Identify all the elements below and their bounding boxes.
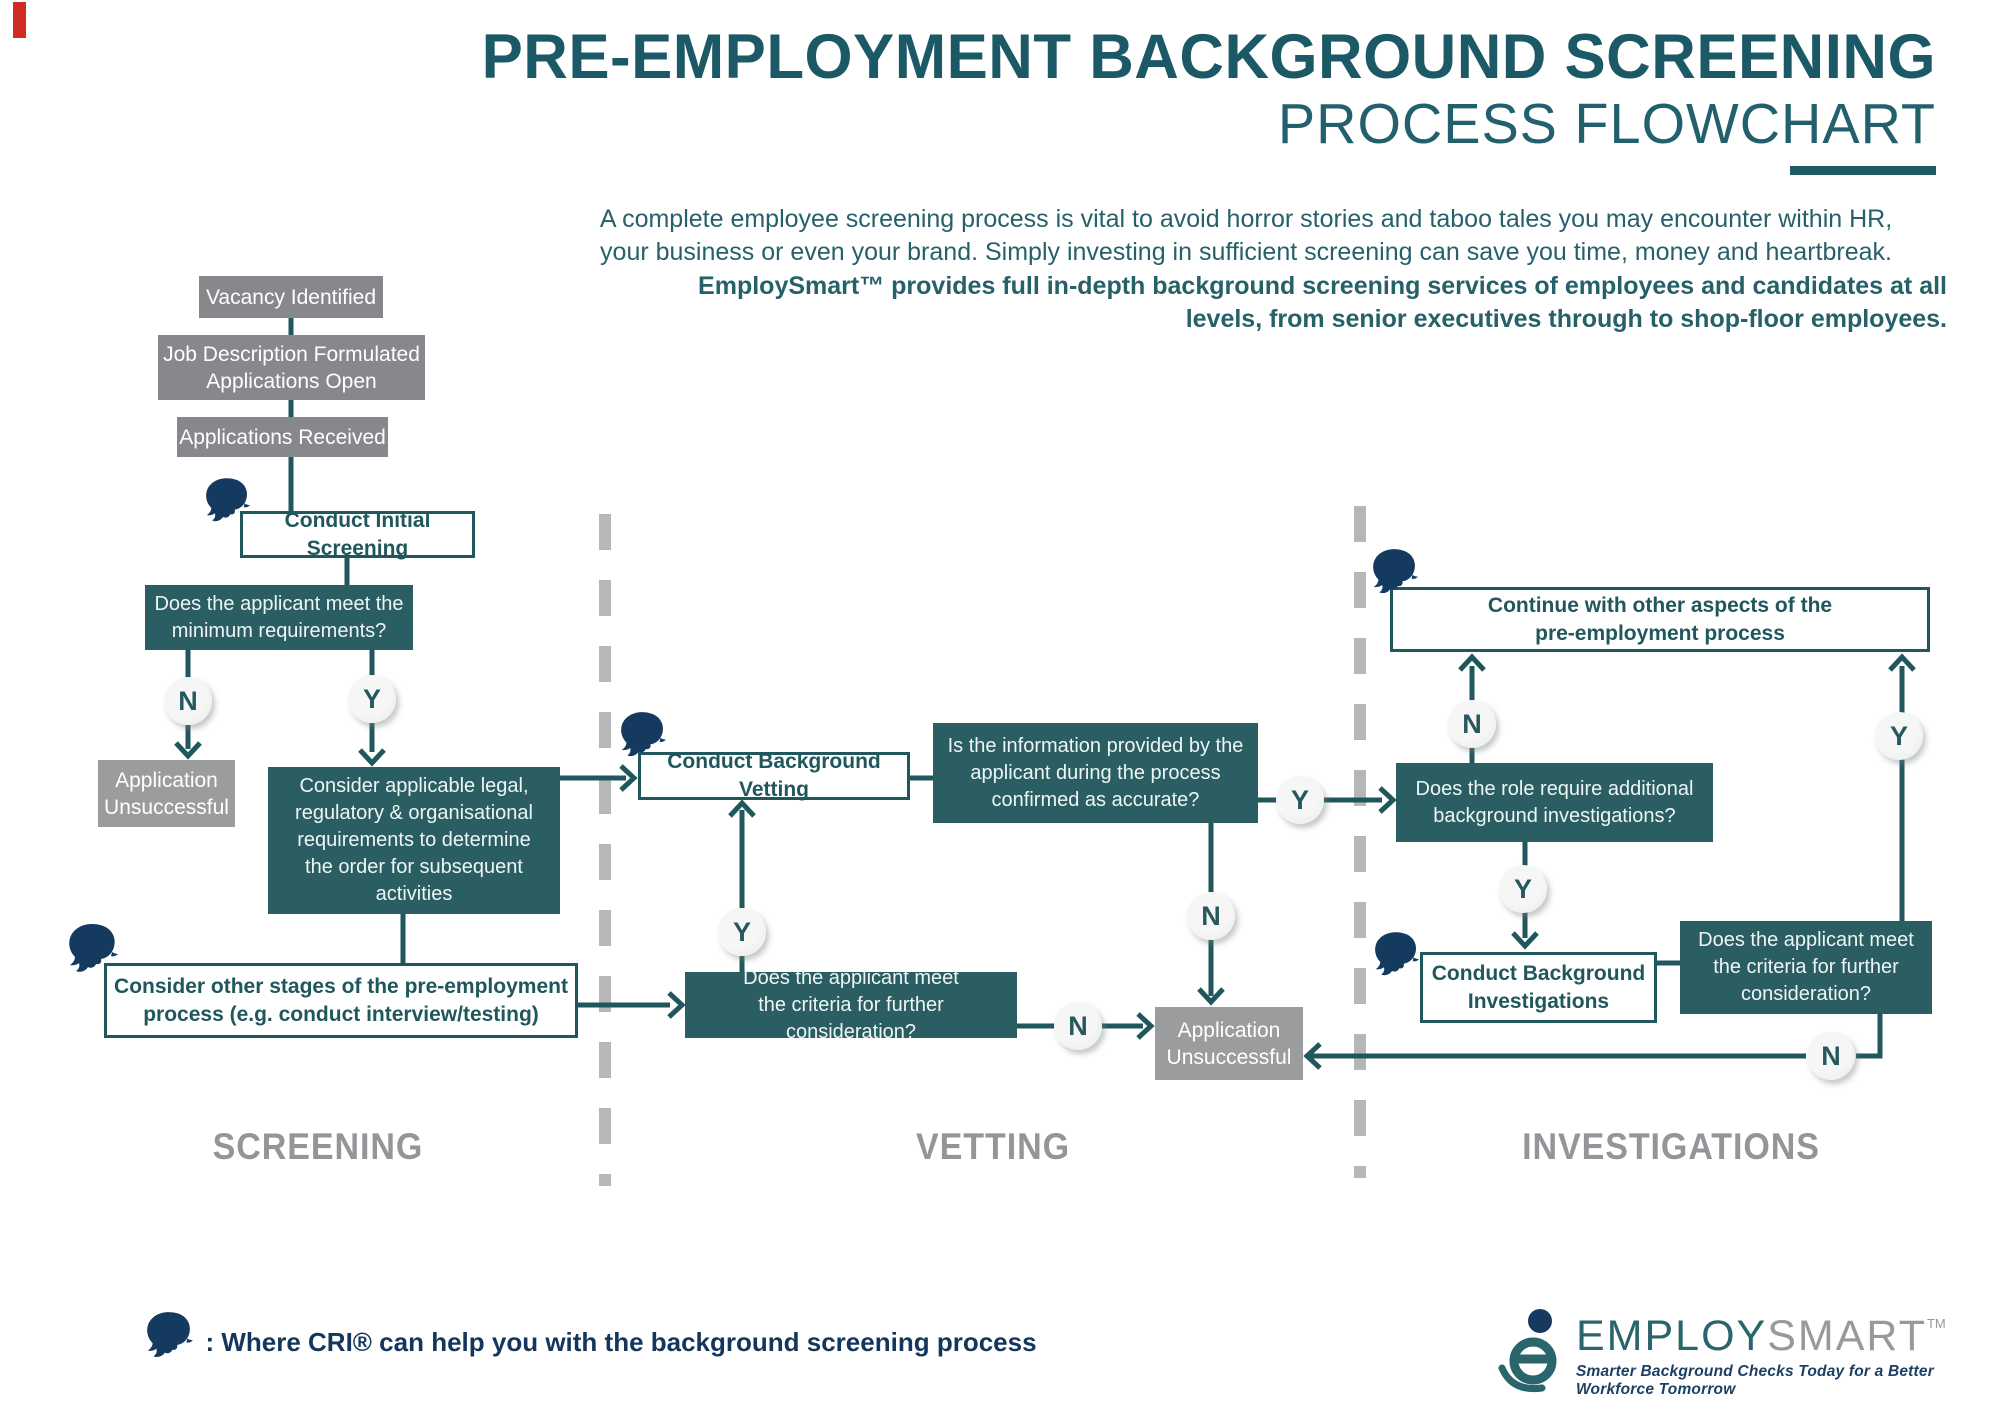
decision-role-additional-investigations: Does the role require additional backgro… [1396,763,1713,842]
title-underline [1790,166,1936,175]
page-subtitle: PROCESS FLOWCHART [1277,92,1936,156]
step-applications-received: Applications Received [177,417,388,457]
section-label-investigations: INVESTIGATIONS [1522,1126,1820,1167]
step-job-description: Job Description Formulated Applications … [158,335,425,400]
section-label-screening: SCREENING [212,1126,424,1167]
step-consider-legal-requirements: Consider applicable legal, regulatory & … [268,767,560,914]
intro-text: A complete employee screening process is… [599,205,1893,266]
cri-helper-icon [1372,549,1418,599]
decision-criteria-investigations: Does the applicant meet the criteria for… [1680,921,1932,1014]
decision-circle-n: N [1807,1032,1855,1080]
section-label-vetting: VETTING [916,1126,1070,1167]
logo-word-employ: EMPLOY [1576,1312,1768,1360]
decision-circle-n: N [1054,1002,1102,1050]
decision-circle-y: Y [1875,712,1923,760]
step-consider-other-stages: Consider other stages of the pre-employm… [104,963,578,1038]
red-corner-mark [13,2,26,38]
employsmart-logo: EMPLOYSMARTTM Smarter Background Checks … [1496,1309,1946,1399]
end-application-unsuccessful-screening: Application Unsuccessful [98,760,235,827]
decision-circle-y: Y [1276,776,1324,824]
decision-circle-y: Y [1499,865,1547,913]
logo-trademark: TM [1926,1316,1946,1331]
decision-circle-n: N [1187,892,1235,940]
intro-paragraph: A complete employee screening process is… [545,203,1947,336]
legend-text: : Where CRI® can help you with the backg… [205,1327,1037,1357]
header: PRE-EMPLOYMENT BACKGROUND SCREENING PROC… [436,24,1936,180]
employsmart-person-icon [1498,1309,1557,1393]
step-continue-pre-employment: Continue with other aspects of the pre-e… [1390,587,1930,652]
logo-word-smart: SMART [1767,1312,1927,1360]
end-application-unsuccessful-vetting: Application Unsuccessful [1155,1007,1303,1080]
legend: : Where CRI® can help you with the backg… [146,1312,1037,1363]
decision-criteria-vetting: Does the applicant meet the criteria for… [685,967,1017,1043]
page-title: PRE-EMPLOYMENT BACKGROUND SCREENING [481,22,1936,92]
intro-text-bold: EmploySmart™ provides full in-depth back… [698,272,1947,333]
cri-helper-icon [1374,932,1419,981]
step-conduct-background-investigations: Conduct Background Investigations [1420,952,1657,1023]
cri-helper-icon [620,712,666,762]
logo-tagline: Smarter Background Checks Today for a Be… [1576,1363,1934,1398]
decision-circle-n: N [164,677,212,725]
flow-connectors [174,316,1916,1070]
step-conduct-initial-screening: Conduct Initial Screening [240,509,475,560]
decision-circle-y: Y [718,908,766,956]
decision-circle-y: Y [348,675,396,723]
decision-information-accurate: Is the information provided by the appli… [933,723,1258,823]
cri-helper-icon [68,924,118,978]
step-conduct-background-vetting: Conduct Background Vetting [638,750,910,801]
decision-minimum-requirements: Does the applicant meet the minimum requ… [145,585,413,650]
decision-circle-n: N [1448,700,1496,748]
cri-helper-icon [205,478,250,527]
step-vacancy-identified: Vacancy Identified [199,276,383,318]
